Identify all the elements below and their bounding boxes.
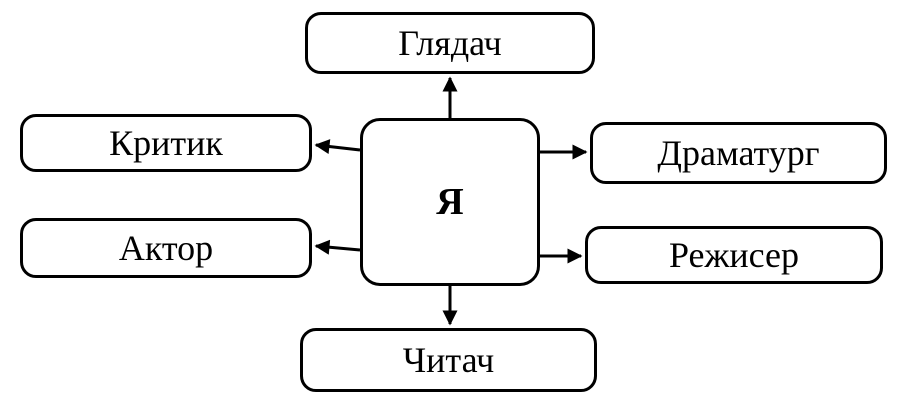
node-viewer: Глядач	[305, 12, 595, 74]
node-critic-label: Критик	[109, 123, 223, 163]
node-playwright: Драматург	[590, 122, 887, 184]
node-viewer-label: Глядач	[398, 23, 502, 63]
arrow-to-left-lower	[314, 239, 361, 255]
node-director: Режисер	[585, 226, 883, 284]
node-reader-label: Читач	[402, 340, 495, 380]
node-director-label: Режисер	[668, 235, 800, 275]
arrow-to-left-upper	[314, 139, 361, 154]
node-self-label: Я	[436, 181, 464, 223]
node-critic: Критик	[20, 114, 312, 172]
node-playwright-label: Драматург	[657, 133, 820, 173]
node-self: Я	[360, 118, 540, 286]
node-actor-label: Актор	[118, 228, 214, 268]
node-reader: Читач	[300, 328, 597, 392]
node-actor: Актор	[20, 218, 312, 278]
